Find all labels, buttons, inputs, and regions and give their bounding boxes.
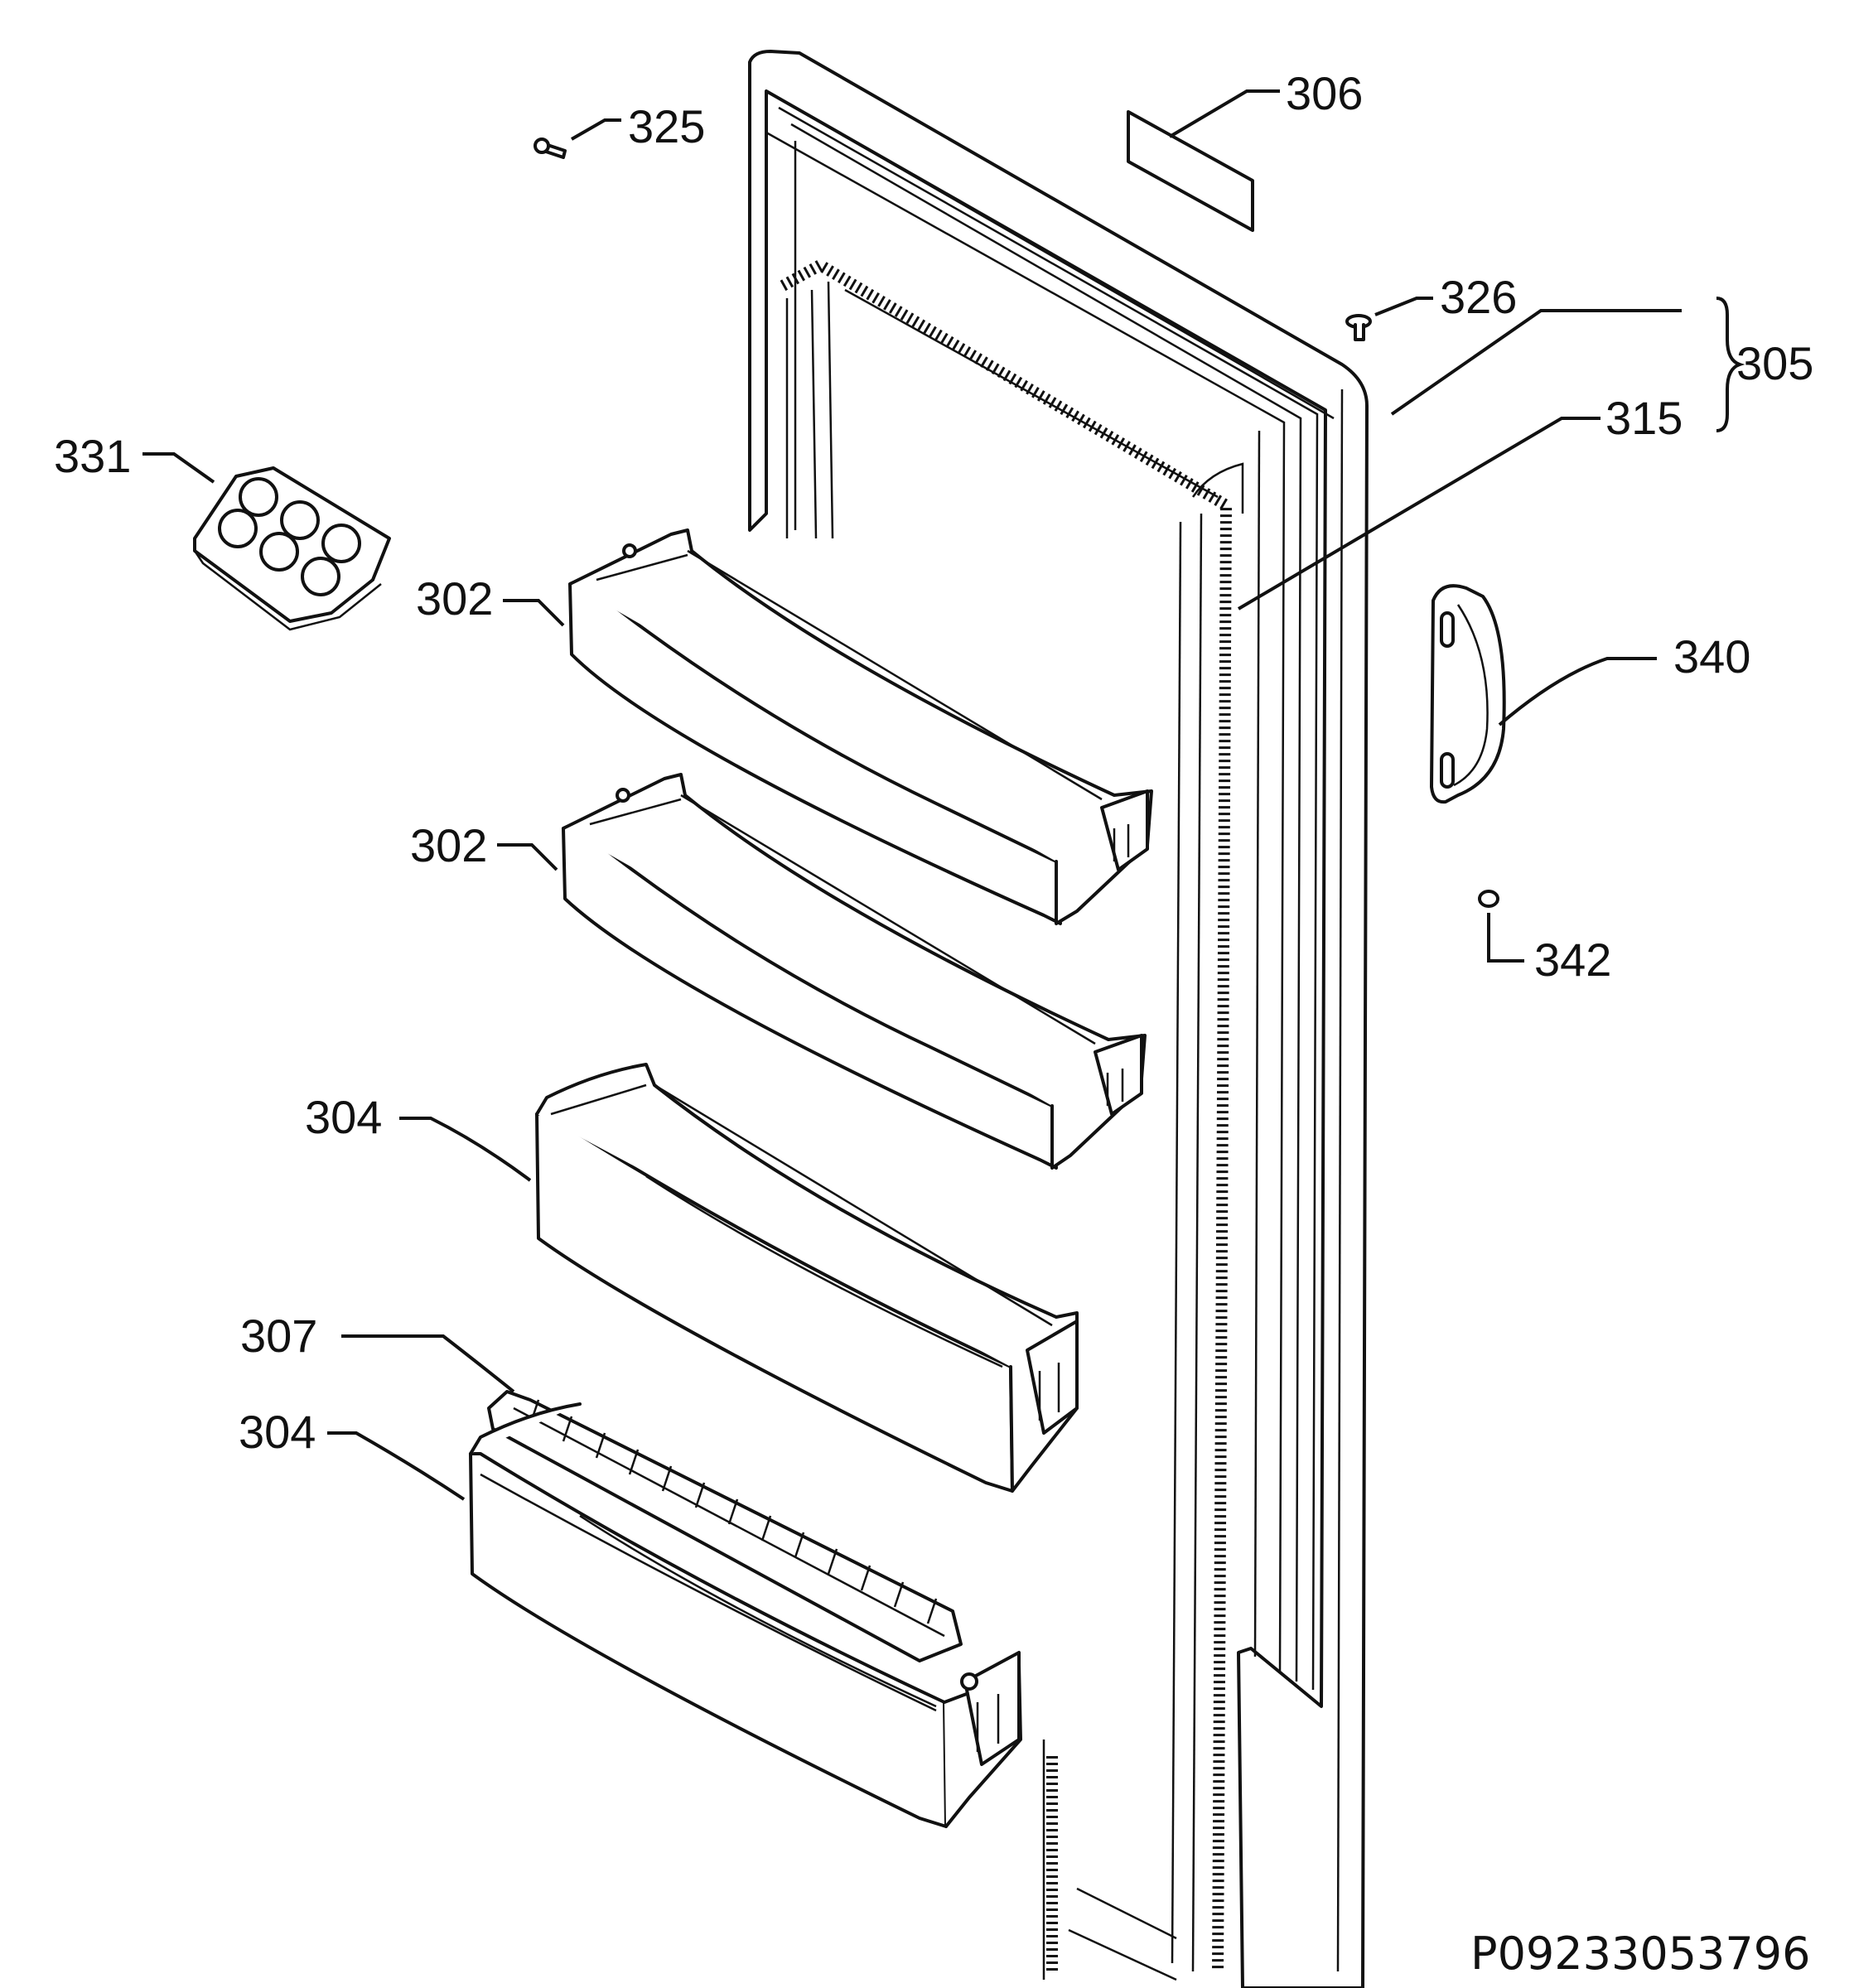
label-plate-306 (1127, 89, 1280, 232)
door-shelf-302-middle (497, 773, 1147, 1170)
plug-342 (1478, 890, 1524, 963)
callout-labels: 306 325 326 305 315 331 302 302 340 342 … (54, 67, 1813, 1980)
door-bin-304-lower (327, 1402, 1022, 1828)
handle-340 (1430, 584, 1657, 804)
callout-304-upper: 304 (305, 1091, 382, 1143)
callout-325: 325 (628, 100, 705, 152)
door-liner-gasket (780, 258, 1244, 1981)
callout-302-top: 302 (416, 572, 493, 625)
callout-340: 340 (1673, 630, 1750, 683)
callout-326: 326 (1440, 271, 1517, 323)
callout-304-lower: 304 (239, 1406, 316, 1458)
door-shelf-302-top (503, 528, 1153, 925)
drawing-code: P09233053796 (1470, 1928, 1810, 1980)
callout-331: 331 (54, 430, 131, 482)
callout-305: 305 (1736, 337, 1813, 389)
callout-306: 306 (1286, 67, 1363, 119)
callout-342: 342 (1534, 934, 1611, 986)
door-bin-304-upper (399, 1063, 1079, 1493)
callout-307: 307 (240, 1310, 317, 1362)
callout-302-middle: 302 (410, 819, 487, 871)
door-panel (748, 50, 1369, 1988)
screw-325 (534, 118, 621, 159)
bottle-retainer-307 (341, 1334, 963, 1662)
callout-315: 315 (1605, 392, 1683, 444)
screw-326 (1345, 297, 1433, 341)
egg-tray-331 (142, 452, 391, 631)
leaders-305-315 (1237, 297, 1745, 610)
